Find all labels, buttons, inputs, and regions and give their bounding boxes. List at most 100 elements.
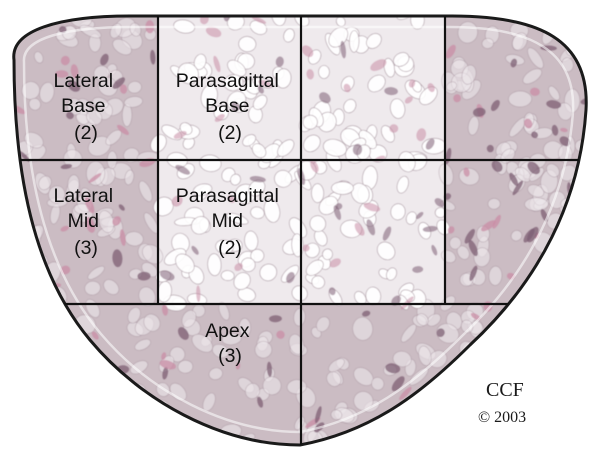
tissue-cell	[134, 394, 149, 413]
tissue-cell	[521, 346, 552, 375]
tissue-nucleus	[576, 369, 587, 380]
region-parasagittal-base-line2: Base	[205, 95, 249, 117]
tissue-cell	[551, 237, 576, 261]
region-parasagittal-mid-line3: (2)	[218, 237, 242, 259]
tissue-cell	[12, 423, 33, 449]
tissue-cell	[569, 17, 589, 33]
tissue-nucleus	[116, 397, 132, 409]
tissue-nucleus	[167, 423, 181, 434]
region-apex-line2: (3)	[218, 345, 242, 367]
region-parasagittal-mid-line2: Mid	[212, 210, 243, 232]
tissue-cell	[465, 357, 484, 379]
tissue-cell	[20, 384, 44, 407]
tissue-nucleus	[575, 221, 583, 236]
tissue-cell	[572, 313, 592, 332]
tissue-cell	[399, 429, 423, 449]
tissue-cell	[508, 301, 528, 315]
tissue-nucleus	[562, 289, 574, 301]
tissue-nucleus	[579, 390, 591, 396]
tissue-nucleus	[575, 325, 588, 340]
tissue-cell	[7, 306, 33, 331]
tissue-cell	[16, 421, 37, 444]
tissue-cell	[311, 184, 324, 203]
tissue-nucleus	[44, 355, 58, 371]
tissue-cell	[7, 346, 30, 364]
tissue-cell	[567, 384, 590, 401]
tissue-cell	[89, 366, 117, 394]
tissue-cell	[564, 376, 585, 390]
tissue-cell	[179, 431, 204, 449]
region-lateral-mid-line3: (3)	[74, 237, 98, 259]
tissue-cell	[559, 239, 572, 258]
tissue-cell	[20, 303, 44, 327]
tissue-nucleus	[59, 319, 70, 332]
tissue-nucleus	[111, 416, 124, 430]
tissue-cell	[95, 417, 112, 430]
tissue-cell	[8, 380, 24, 397]
tissue-cell	[153, 408, 165, 420]
tissue-nucleus	[406, 405, 412, 418]
tissue-cell	[21, 380, 43, 397]
tissue-cell	[16, 402, 35, 426]
tissue-cell	[349, 30, 359, 52]
region-lateral-mid-line2: Mid	[68, 210, 99, 232]
tissue-cell	[47, 348, 68, 365]
credit: CCF © 2003	[478, 379, 526, 426]
region-parasagittal-base-line3: (2)	[218, 122, 242, 144]
credit-org: CCF	[486, 379, 524, 401]
tissue-cell	[31, 373, 50, 386]
tissue-cell	[126, 398, 146, 415]
tissue-cell	[27, 362, 53, 386]
tissue-nucleus	[167, 412, 179, 426]
tissue-cell	[22, 292, 39, 309]
tissue-cell	[122, 395, 136, 409]
tissue-cell	[488, 198, 501, 209]
tissue-cell	[75, 411, 101, 440]
tissue-cell	[420, 387, 442, 409]
tissue-nucleus	[568, 15, 575, 19]
tissue-cell	[572, 343, 592, 362]
tissue-cell	[318, 65, 329, 78]
tissue-cell	[434, 395, 451, 413]
tissue-nucleus	[33, 280, 49, 289]
tissue-nucleus	[572, 25, 587, 41]
tissue-cell	[508, 91, 531, 107]
tissue-cell	[565, 271, 590, 296]
tissue-cell	[103, 428, 124, 449]
region-apex-line1: Apex	[205, 320, 250, 342]
tissue-nucleus	[26, 399, 36, 411]
tissue-cell	[577, 385, 592, 410]
tissue-cell	[96, 373, 119, 390]
tissue-cell	[3, 432, 30, 449]
tissue-cell	[530, 305, 545, 325]
tissue-cell	[198, 431, 221, 449]
tissue-cell	[19, 414, 44, 434]
tissue-cell	[54, 343, 73, 365]
tissue-nucleus	[545, 304, 559, 319]
tissue-cell	[107, 385, 120, 397]
tissue-cell	[561, 259, 584, 282]
tissue-cell	[391, 429, 412, 449]
tissue-cell	[512, 333, 541, 361]
tissue-nucleus	[13, 327, 24, 332]
tissue-cell	[548, 383, 561, 403]
tissue-cell	[24, 312, 46, 334]
tissue-cell	[544, 344, 562, 356]
tissue-cell	[434, 391, 453, 413]
tissue-cell	[144, 411, 162, 432]
tissue-cell	[444, 408, 458, 420]
tissue-cell	[62, 367, 81, 386]
tissue-cell	[521, 329, 544, 354]
tissue-nucleus	[110, 432, 119, 443]
tissue-cell	[399, 420, 415, 433]
tissue-cell	[19, 251, 39, 271]
tissue-cell	[509, 434, 528, 449]
region-parasagittal-base-line1: Parasagittal	[176, 70, 279, 92]
tissue-cell	[69, 345, 95, 364]
tissue-cell	[427, 402, 448, 421]
tissue-cell	[92, 366, 112, 391]
tissue-cell	[95, 433, 112, 449]
tissue-cell	[7, 18, 27, 34]
tissue-cell	[407, 430, 428, 448]
tissue-cell	[554, 244, 573, 268]
